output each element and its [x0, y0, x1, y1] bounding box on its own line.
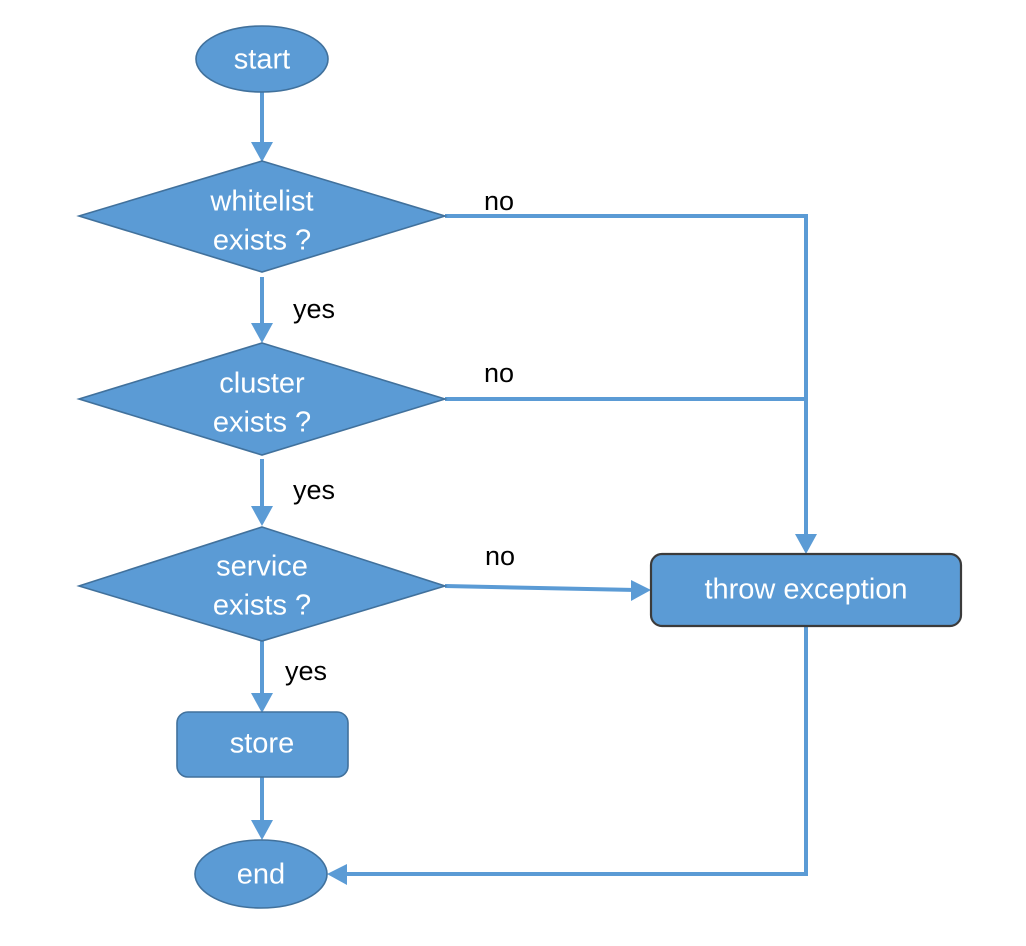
edge-line-throw-to-end [342, 626, 808, 876]
node-service-label-line1: service [216, 551, 308, 583]
node-whitelist-shape[interactable] [76, 160, 448, 273]
node-end-shape[interactable] [194, 839, 328, 909]
node-whitelist-label-line2: exists ? [213, 225, 311, 257]
node-cluster-label-line1: cluster [219, 368, 305, 400]
node-throw-exception-shape[interactable] [649, 552, 963, 628]
edge-service-yes: yes [251, 641, 327, 713]
node-whitelist-decision[interactable]: whitelist exists ? [76, 160, 448, 273]
node-end[interactable]: end [194, 839, 328, 909]
edge-cluster-no: no [445, 358, 806, 401]
node-throw-exception[interactable]: throw exception [649, 552, 963, 628]
edge-throw-to-end [327, 626, 808, 885]
edge-label-whitelist-yes: yes [293, 294, 335, 324]
node-store-label: store [230, 728, 294, 760]
arrowhead-store-to-end [251, 820, 273, 840]
node-cluster-label-line2: exists ? [213, 407, 311, 439]
edge-cluster-yes: yes [251, 459, 335, 526]
arrowhead-throw-to-end [327, 864, 347, 885]
arrowhead-cluster-yes [251, 506, 273, 526]
node-cluster-shape[interactable] [76, 342, 448, 456]
edge-line-service-no [444, 584, 637, 592]
edge-service-no: no [444, 541, 651, 601]
node-service-decision[interactable]: service exists ? [76, 526, 448, 642]
edge-label-cluster-no: no [484, 358, 514, 388]
edge-label-cluster-yes: yes [293, 475, 335, 505]
arrowhead-start-to-whitelist [251, 142, 273, 162]
node-whitelist-label-line1: whitelist [209, 186, 313, 218]
edge-label-whitelist-no: no [484, 186, 514, 216]
node-start-shape[interactable] [195, 25, 329, 93]
node-throw-exception-label: throw exception [704, 574, 907, 606]
arrowhead-service-yes [251, 693, 273, 713]
edge-label-service-yes: yes [285, 656, 327, 686]
node-end-label: end [237, 859, 285, 891]
arrowhead-service-no [631, 580, 651, 601]
node-cluster-decision[interactable]: cluster exists ? [76, 342, 448, 456]
node-service-label-line2: exists ? [213, 590, 311, 622]
edge-whitelist-yes: yes [251, 277, 335, 343]
arrowhead-whitelist-no [795, 534, 817, 554]
node-store-shape[interactable] [176, 711, 349, 778]
edge-label-service-no: no [485, 541, 515, 571]
node-start[interactable]: start [195, 25, 329, 93]
arrowhead-whitelist-yes [251, 323, 273, 343]
edge-whitelist-no: no [445, 186, 817, 554]
edge-line-whitelist-no [445, 214, 808, 540]
edge-start-to-whitelist [251, 92, 273, 162]
node-store[interactable]: store [176, 711, 349, 778]
edge-store-to-end [251, 777, 273, 840]
node-start-label: start [234, 44, 290, 76]
node-service-shape[interactable] [76, 526, 448, 642]
